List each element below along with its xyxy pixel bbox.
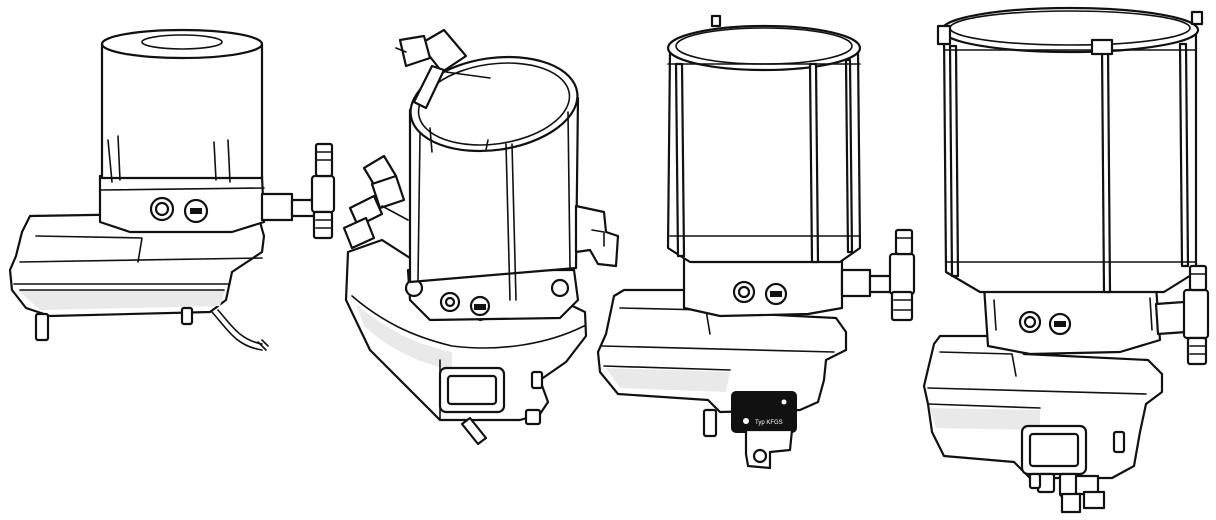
pump-3-plate-label: Typ KFGS — [755, 420, 783, 426]
pump-3-collar — [682, 256, 844, 318]
pump-1-feet — [34, 306, 194, 342]
pump-4 — [922, 6, 1210, 514]
pump-2-top-connector — [395, 28, 491, 110]
pump-2-side-fittings — [342, 154, 409, 250]
pump-1-base-housing — [8, 212, 266, 318]
pump-4-indicator-window — [1020, 424, 1126, 476]
pump-2-collar — [404, 268, 580, 322]
pump-4-collar — [982, 284, 1162, 356]
pump-1 — [8, 28, 336, 351]
pump-2-reservoir — [408, 55, 580, 301]
pump-2-mounting-bracket — [574, 204, 620, 268]
pump-1-tee-fitting — [260, 142, 336, 240]
pump-3: Typ KFGS — [596, 14, 916, 470]
pump-3-feet-outlet — [702, 408, 794, 470]
pump-3-nameplate: Typ KFGS — [731, 391, 797, 433]
pump-1-cable — [211, 309, 269, 351]
pump-2-indicator-window — [438, 366, 544, 414]
pump-3-base-housing — [596, 288, 848, 414]
pump-4-tee-fitting — [1154, 264, 1210, 366]
pump-1-collar — [98, 174, 266, 234]
pump-4-reservoir — [936, 6, 1204, 294]
pump-2 — [342, 28, 620, 446]
pump-3-tee-fitting — [840, 228, 916, 322]
pump-4-bottom-outlets — [1028, 472, 1106, 514]
pump-1-reservoir — [100, 28, 264, 183]
pump-3-reservoir — [666, 14, 862, 264]
pump-2-outlet-bottom — [460, 408, 542, 446]
